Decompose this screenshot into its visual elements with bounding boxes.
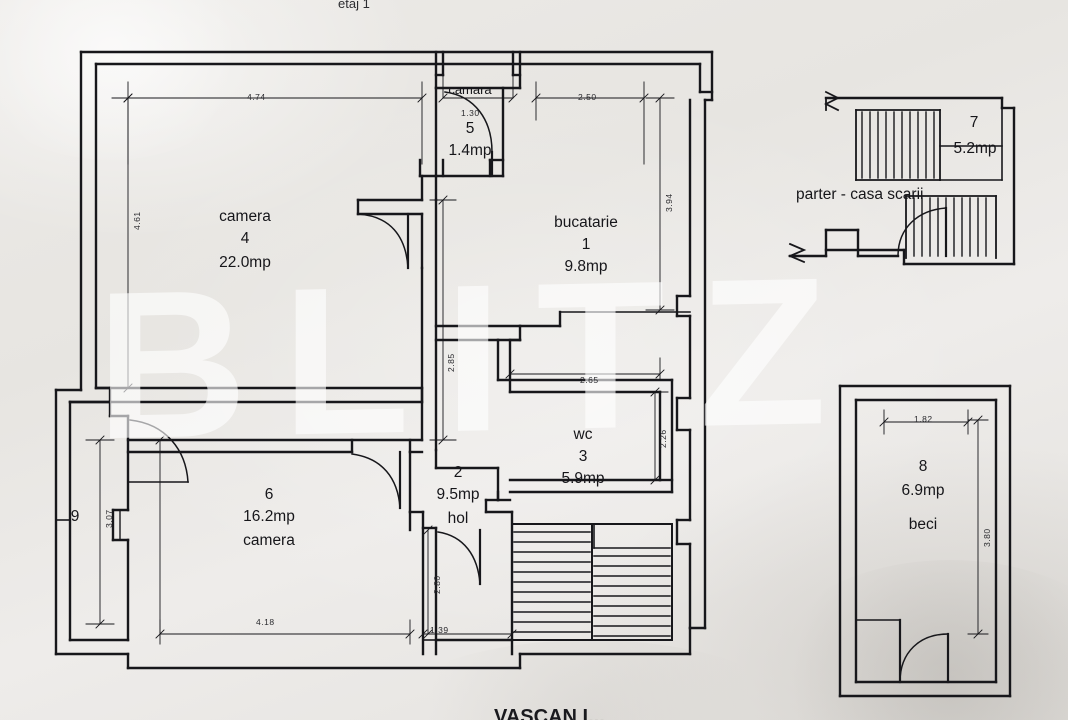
floorplan-linework	[54, 50, 1016, 698]
